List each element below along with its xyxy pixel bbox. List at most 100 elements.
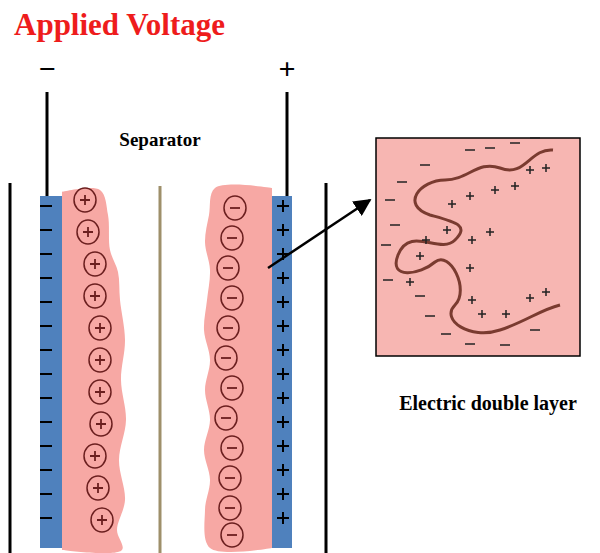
terminal-wire bbox=[46, 92, 49, 198]
charge-symbol bbox=[277, 488, 289, 500]
positive-electrode bbox=[272, 196, 292, 548]
charge-symbol bbox=[390, 224, 400, 226]
charge-symbol bbox=[526, 166, 534, 174]
charge-symbol bbox=[420, 164, 430, 166]
charge-symbol bbox=[478, 310, 486, 318]
charge-symbol bbox=[277, 344, 289, 356]
charge-symbol bbox=[465, 149, 475, 151]
charge-symbol bbox=[542, 164, 550, 172]
charge-symbol bbox=[485, 147, 495, 149]
inset-box bbox=[376, 138, 580, 356]
charge-symbol bbox=[486, 228, 494, 236]
charge-symbol bbox=[502, 310, 510, 318]
charge-symbol bbox=[468, 236, 476, 244]
charge-symbol bbox=[416, 252, 424, 260]
cell-wall bbox=[9, 183, 12, 553]
negative-electrode bbox=[40, 196, 62, 548]
charge-symbol bbox=[383, 279, 393, 281]
cell-wall bbox=[325, 183, 328, 553]
ion-symbol bbox=[217, 316, 239, 340]
ion-symbol bbox=[91, 508, 113, 532]
ion-symbol bbox=[74, 188, 96, 212]
charge-symbol bbox=[40, 229, 52, 231]
charge-symbol bbox=[40, 397, 52, 399]
ion-symbol bbox=[219, 466, 241, 490]
ion-symbol bbox=[221, 523, 243, 547]
charge-symbol bbox=[511, 182, 519, 190]
diagram-title: Applied Voltage bbox=[14, 8, 225, 42]
charge-symbol bbox=[526, 294, 534, 302]
charge-symbol bbox=[277, 368, 289, 380]
charge-symbol bbox=[381, 244, 391, 246]
ion-symbol bbox=[90, 412, 112, 436]
charge-symbol bbox=[40, 205, 52, 207]
charge-symbol bbox=[40, 373, 52, 375]
charge-symbol bbox=[40, 493, 52, 495]
terminal-sign: − bbox=[38, 52, 55, 85]
charge-symbol bbox=[397, 181, 407, 183]
charge-symbol bbox=[406, 278, 414, 286]
charge-symbol bbox=[466, 192, 474, 200]
ion-symbol bbox=[84, 252, 106, 276]
charge-symbol bbox=[277, 512, 289, 524]
ion-symbol bbox=[221, 286, 243, 310]
charge-symbol bbox=[277, 200, 289, 212]
caption-label: Electric double layer bbox=[399, 392, 577, 414]
ion-symbol bbox=[221, 436, 243, 460]
charge-symbol bbox=[40, 325, 52, 327]
charge-symbol bbox=[441, 333, 451, 335]
charge-symbol bbox=[491, 186, 499, 194]
charge-symbol bbox=[40, 445, 52, 447]
charge-symbol bbox=[466, 264, 474, 272]
charge-symbol bbox=[510, 142, 520, 144]
pore-surface bbox=[396, 150, 560, 333]
charge-symbol bbox=[443, 226, 451, 234]
charge-symbol bbox=[530, 329, 540, 331]
ion-symbol bbox=[84, 444, 106, 468]
charge-symbol bbox=[448, 200, 456, 208]
ion-symbol bbox=[84, 284, 106, 308]
charge-symbol bbox=[40, 349, 52, 351]
charge-symbol bbox=[40, 469, 52, 471]
ion-symbol bbox=[77, 220, 99, 244]
ion-symbol bbox=[87, 476, 109, 500]
ion-symbol bbox=[89, 348, 111, 372]
ion-symbol bbox=[215, 406, 237, 430]
charge-symbol bbox=[277, 440, 289, 452]
electrolyte-region bbox=[204, 185, 272, 552]
charge-symbol bbox=[542, 288, 550, 296]
charge-symbol bbox=[40, 253, 52, 255]
electrolyte-region bbox=[62, 188, 126, 553]
ion-symbol bbox=[89, 316, 111, 340]
part-label: Separator bbox=[119, 130, 200, 151]
charge-symbol bbox=[277, 296, 289, 308]
charge-symbol bbox=[465, 343, 475, 345]
charge-symbol bbox=[385, 199, 395, 201]
charge-symbol bbox=[500, 344, 510, 346]
charge-symbol bbox=[468, 296, 476, 304]
ion-symbol bbox=[224, 196, 246, 220]
charge-symbol bbox=[40, 517, 52, 519]
charge-symbol bbox=[530, 137, 540, 139]
charge-symbol bbox=[415, 295, 425, 297]
charge-symbol bbox=[425, 315, 435, 317]
pointer-arrow bbox=[268, 200, 370, 268]
charge-symbol bbox=[277, 464, 289, 476]
charge-symbol bbox=[40, 421, 52, 423]
terminal-wire bbox=[286, 92, 289, 198]
ion-symbol bbox=[221, 376, 243, 400]
charge-symbol bbox=[277, 416, 289, 428]
ion-symbol bbox=[215, 346, 237, 370]
ion-symbol bbox=[219, 496, 241, 520]
charge-symbol bbox=[277, 224, 289, 236]
charge-symbol bbox=[277, 392, 289, 404]
ion-symbol bbox=[217, 256, 239, 280]
charge-symbol bbox=[277, 320, 289, 332]
charge-symbol bbox=[422, 236, 430, 244]
charge-symbol bbox=[40, 301, 52, 303]
ion-symbol bbox=[89, 380, 111, 404]
terminal-sign: + bbox=[278, 52, 295, 85]
separator-line bbox=[159, 186, 162, 553]
charge-symbol bbox=[277, 272, 289, 284]
